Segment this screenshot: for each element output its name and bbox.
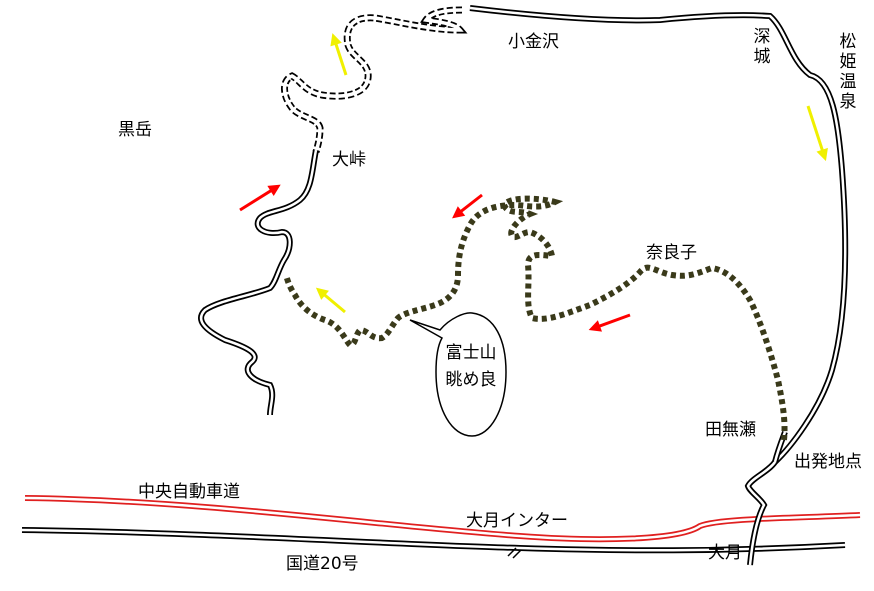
red-arrow-narako <box>588 313 631 332</box>
label-otsuki-inter: 大月インター <box>466 511 568 531</box>
label-start-point: 出発地点 <box>794 452 862 472</box>
route20-road <box>21 527 846 559</box>
valley-road <box>469 5 849 566</box>
callout-text: 富士山 眺め良 <box>429 340 513 394</box>
label-otoge: 大峠 <box>332 150 366 170</box>
label-otsuki: 大月 <box>708 543 742 563</box>
forest-road-dashed <box>281 6 468 153</box>
label-fukashiro: 深城 <box>753 27 771 67</box>
callout-line1: 富士山 <box>445 343 497 363</box>
label-expressway: 中央自動車道 <box>138 482 240 502</box>
label-kurodake: 黒岳 <box>118 120 152 140</box>
red-arrow-trail-peak <box>452 193 483 219</box>
label-kokanezawa: 小金沢 <box>508 32 559 52</box>
label-matsuhime-onsen: 松姫温泉 <box>839 32 857 112</box>
start-road <box>772 430 788 463</box>
red-arrow-otoge <box>239 184 281 212</box>
yellow-arrow-forest-road <box>330 33 348 76</box>
label-route20: 国道20号 <box>286 554 359 574</box>
route-crossing-mark <box>507 547 522 559</box>
callout-line2: 眺め良 <box>445 370 497 390</box>
expressway-road <box>24 495 861 543</box>
otoge-road <box>198 149 319 416</box>
yellow-arrow-trail <box>315 287 346 314</box>
red-arrows <box>239 184 631 332</box>
yellow-arrows <box>315 33 828 314</box>
yellow-arrow-valley-road <box>806 105 828 162</box>
view-callout-bubble <box>409 312 507 437</box>
hiking-trail <box>283 195 788 441</box>
label-narako: 奈良子 <box>646 243 697 263</box>
label-tanase: 田無瀬 <box>705 420 756 440</box>
